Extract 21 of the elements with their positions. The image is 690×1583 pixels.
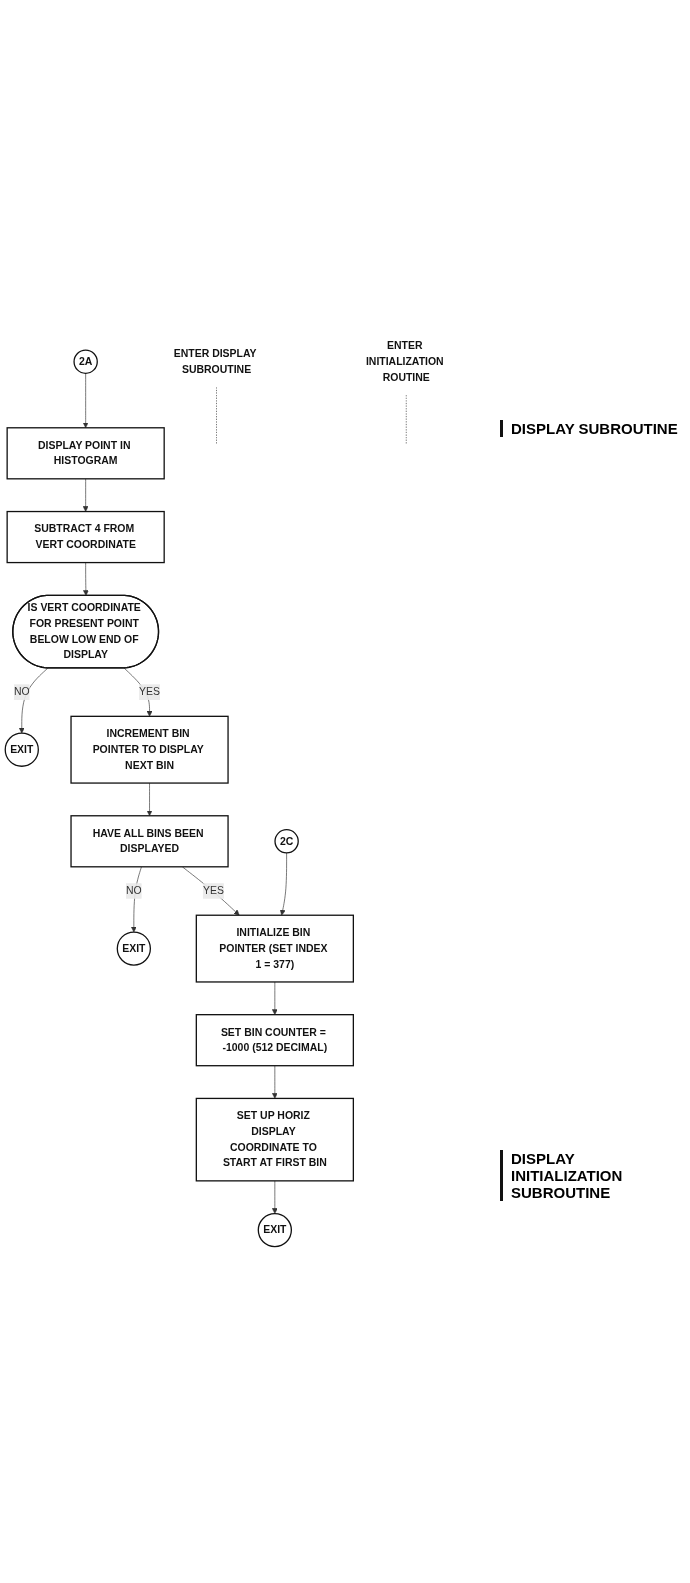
node-box: SET UP HORIZ DISPLAY COORDINATE TO START AT FIRST BIN — [195, 1097, 354, 1182]
node-box: INCREMENT BIN POINTER TO DISPLAY NEXT BIN — [70, 715, 229, 784]
node-circle: EXIT — [116, 931, 152, 966]
edge-label: YES — [139, 686, 161, 698]
node-text: ENTER INITIALIZATION ROUTINE — [365, 340, 444, 383]
node-circle: EXIT — [4, 732, 39, 767]
node-box: HAVE ALL BINS BEEN DISPLAYED — [70, 815, 229, 868]
node-box: DISPLAY POINT IN HISTOGRAM — [6, 427, 165, 480]
node-circle: 2C — [274, 829, 299, 854]
connector — [216, 386, 217, 444]
node-box: INITIALIZE BIN POINTER (SET INDEX 1 = 377) — [195, 914, 354, 983]
bracket-label: DISPLAY INITIALIZATION SUBROUTINE — [500, 1150, 685, 1201]
node-circle: EXIT — [257, 1212, 293, 1248]
node-box: SUBTRACT 4 FROM VERT COORDINATE — [6, 510, 165, 564]
node-text: ENTER DISPLAY SUBROUTINE — [173, 347, 257, 375]
node-box: SET BIN COUNTER = -1000 (512 DECIMAL) — [195, 1014, 354, 1067]
node-circle: 2A — [73, 349, 98, 374]
edge-label: YES — [202, 885, 224, 897]
edge-label: NO — [125, 885, 142, 897]
edge-label: NO — [13, 686, 30, 698]
bracket-label: DISPLAY SUBROUTINE — [500, 420, 678, 437]
